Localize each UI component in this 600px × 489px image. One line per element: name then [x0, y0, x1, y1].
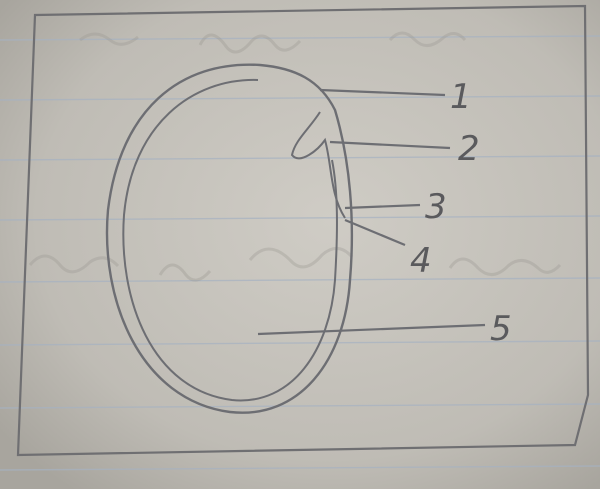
label-5: 5 — [490, 309, 512, 349]
label-1: 1 — [450, 77, 472, 117]
outer-seed-coat — [105, 63, 354, 414]
label-3: 3 — [425, 187, 447, 227]
label-4: 4 — [410, 241, 432, 281]
leader-line-1 — [319, 88, 446, 97]
leader-line-4 — [344, 218, 406, 247]
embryo-axis — [290, 111, 346, 219]
border-frame — [16, 4, 590, 457]
label-2: 2 — [458, 129, 480, 169]
leader-line-3 — [344, 203, 421, 210]
inner-seed-coat — [122, 78, 338, 402]
leader-line-5 — [257, 323, 486, 336]
leader-lines — [257, 88, 486, 336]
leader-line-2 — [329, 140, 451, 150]
bleed-through-writing — [28, 31, 562, 282]
